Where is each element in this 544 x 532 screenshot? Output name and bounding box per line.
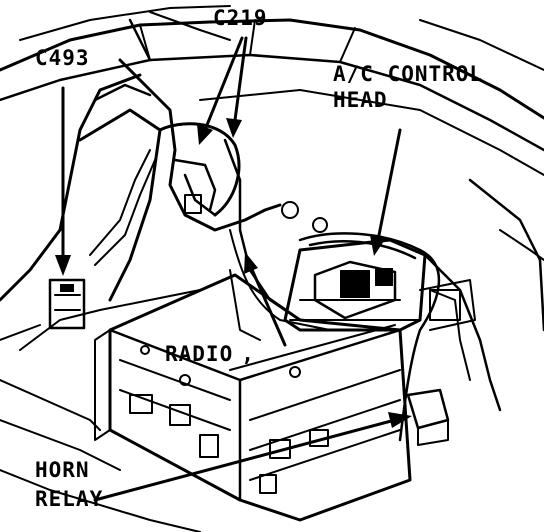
left-trim-panel xyxy=(0,73,201,532)
ac-control-label-line1: A/C CONTROL xyxy=(333,62,484,86)
wiring-harness xyxy=(89,11,502,442)
c493-connector xyxy=(48,278,86,330)
radio-label-text: RADIO xyxy=(165,342,234,366)
dash-shell xyxy=(0,5,544,332)
c219-label: C219 xyxy=(213,6,268,30)
horn-relay-label-line2: RELAY xyxy=(35,487,104,511)
radio-label: RADIO, xyxy=(165,342,255,366)
leader-arrows xyxy=(55,36,412,502)
ac-control-label-line2: HEAD xyxy=(333,88,388,112)
horn-relay-label-line1: HORN xyxy=(35,458,90,482)
radio-label-suffix: , xyxy=(241,342,255,366)
horn-relay-block xyxy=(406,388,450,446)
c493-label: C493 xyxy=(35,46,90,70)
radio-chassis xyxy=(94,269,412,522)
ac-control-head-unit xyxy=(283,238,476,332)
